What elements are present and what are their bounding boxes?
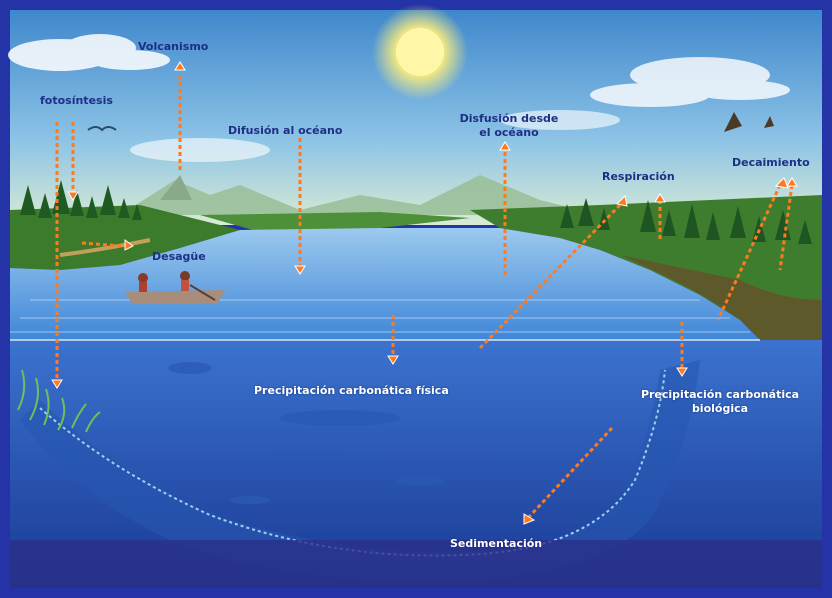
label-diffusion-from-ocean: Disfusión desde el océano [444, 112, 574, 140]
cloud-left [8, 34, 170, 71]
cloud-mid [130, 110, 620, 162]
bird-icon [87, 126, 117, 132]
bird-icon [764, 116, 774, 128]
sun-core [396, 28, 444, 76]
far-shore [200, 212, 470, 232]
label-biological-line1: Precipitación carbonática [640, 388, 800, 401]
label-diffusion-to-ocean: Difusión al océano [228, 124, 343, 137]
lake-surface [10, 228, 760, 340]
label-volcanism: Volcanismo [138, 40, 209, 53]
hawk-icon [724, 112, 742, 132]
right-soil [620, 255, 822, 340]
label-sedimentation: Sedimentación [450, 537, 543, 550]
left-forest [20, 180, 142, 220]
label-photosynthesis: fotosíntesis [40, 94, 113, 107]
boat [125, 271, 225, 304]
lake-floor [10, 540, 822, 588]
arrow-respiration-1 [478, 203, 622, 350]
label-runoff: Desagüe [152, 250, 206, 263]
label-biological-line2: biológica [691, 402, 749, 415]
arrow-decay-2 [778, 184, 794, 271]
label-biological-carbonate-precipitation: Precipitación carbonática biológica [622, 388, 818, 416]
left-beach [59, 238, 151, 257]
mountains [120, 175, 600, 215]
label-respiration: Respiración [602, 170, 675, 183]
cloud-right [590, 57, 790, 107]
sediment-edge [39, 369, 666, 557]
arrow-heads [51, 61, 798, 525]
basin-wall [20, 360, 700, 581]
arrows [55, 75, 794, 520]
fish-silhouettes [168, 362, 446, 504]
label-decay: Decaimiento [732, 156, 810, 169]
label-diffusion-from-ocean-line2: el océano [479, 126, 539, 139]
label-physical-carbonate-precipitation: Precipitación carbonática física [254, 384, 449, 397]
right-forest [560, 198, 812, 244]
volcano [160, 175, 192, 200]
arrow-decay-1 [716, 184, 782, 321]
label-diffusion-from-ocean-line1: Disfusión desde [459, 112, 559, 125]
aquatic-plants [17, 369, 101, 433]
